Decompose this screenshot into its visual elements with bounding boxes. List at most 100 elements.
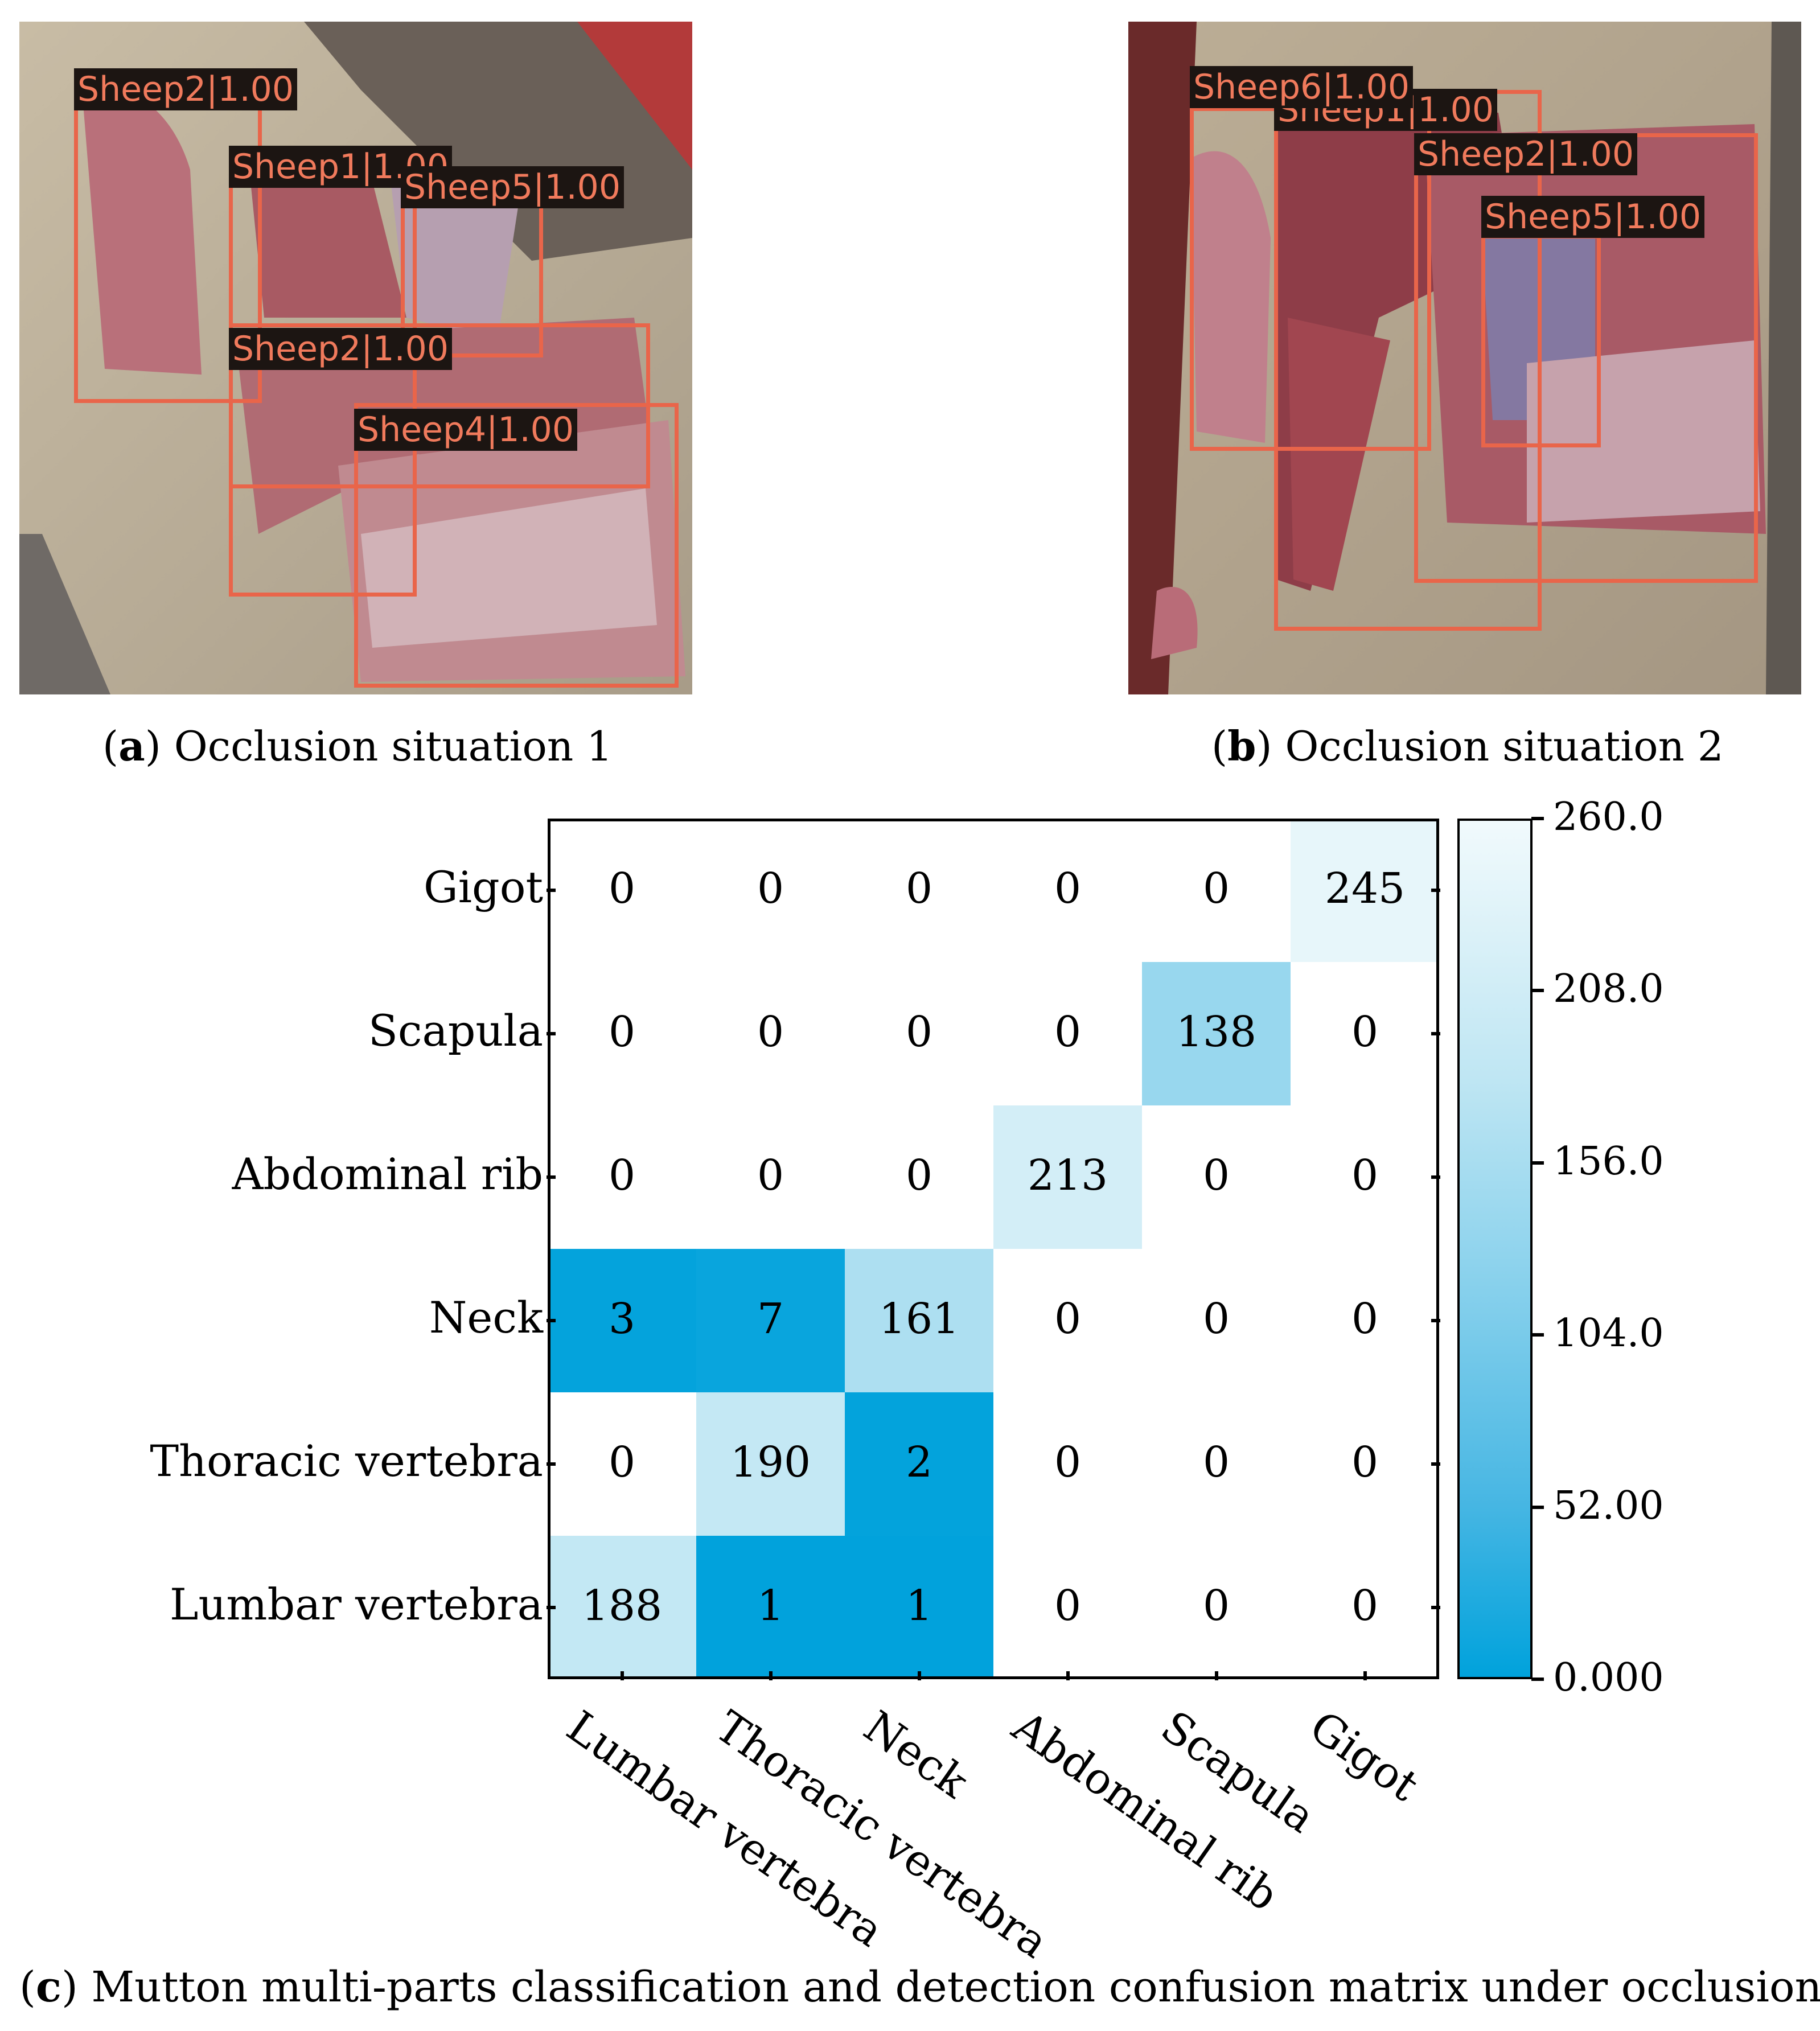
photo-occlusion-1: Sheep2|1.00 Sheep1|1.00 Sheep5|1.00 Shee… — [19, 22, 692, 694]
y-tick-mark-right — [1431, 1606, 1440, 1609]
detection-label: Sheep5|1.00 — [1481, 196, 1705, 238]
colorbar-tick — [1531, 817, 1544, 820]
cell-value-label: 0 — [1054, 1581, 1082, 1630]
colorbar-tick-label: 260.0 — [1553, 795, 1664, 840]
y-tick-mark — [547, 1606, 556, 1609]
y-tick-mark — [547, 1175, 556, 1179]
y-tick-label: Thoracic vertebra — [150, 1436, 543, 1486]
cell-value-label: 0 — [1054, 864, 1082, 913]
y-tick-mark-right — [1431, 1462, 1440, 1466]
x-tick-label: Abdominal rib — [1003, 1701, 1288, 1921]
x-tick-mark — [620, 1671, 624, 1680]
colorbar-tick-label: 156.0 — [1553, 1138, 1664, 1184]
colorbar-tick — [1531, 1333, 1544, 1337]
y-tick-mark-right — [1431, 1175, 1440, 1179]
caption-b-text: Occlusion situation 2 — [1285, 722, 1724, 770]
y-tick-mark-right — [1431, 1032, 1440, 1035]
photo-occlusion-2: Sheep1|1.00 Sheep6|1.00 Sheep2|1.00 Shee… — [1128, 22, 1801, 694]
caption-a-letter: a — [118, 722, 145, 770]
colorbar-tick — [1531, 989, 1544, 993]
cell-value-label: 0 — [608, 1151, 636, 1200]
detection-label: Sheep6|1.00 — [1190, 66, 1414, 108]
cell-value-label: 3 — [608, 1294, 636, 1343]
cell-value-label: 0 — [1351, 1294, 1379, 1343]
cell-value-label: 0 — [1202, 1581, 1230, 1630]
cell-value-label: 2 — [905, 1438, 933, 1487]
x-tick-mark — [1363, 1671, 1367, 1680]
y-tick-label: Gigot — [424, 862, 543, 912]
heatmap-cell — [845, 1536, 993, 1679]
cell-value-label: 1 — [757, 1581, 784, 1630]
caption-c-letter: c — [35, 1963, 61, 2012]
cell-value-label: 0 — [1351, 1438, 1379, 1487]
heatmap-cell — [1291, 819, 1439, 962]
x-tick-mark — [1066, 1671, 1070, 1680]
heatmap-cell — [696, 1392, 845, 1536]
y-tick-mark — [547, 1032, 556, 1035]
cell-value-label: 1 — [905, 1581, 933, 1630]
x-tick-mark — [917, 1671, 921, 1680]
detection-box — [354, 403, 679, 688]
cell-value-label: 0 — [905, 1008, 933, 1056]
caption-c: (c) Mutton multi-parts classification an… — [19, 1963, 1820, 2012]
heatmap-cell — [696, 1249, 845, 1392]
caption-a-text: Occlusion situation 1 — [174, 722, 613, 770]
detection-label: Sheep2|1.00 — [1414, 133, 1638, 175]
cell-value-label: 0 — [1202, 1438, 1230, 1487]
cell-value-label: 161 — [878, 1294, 960, 1343]
detection-label: Sheep2|1.00 — [74, 68, 298, 110]
cell-value-label: 7 — [757, 1294, 784, 1343]
x-tick-mark — [769, 1671, 773, 1680]
cell-value-label: 0 — [1054, 1438, 1082, 1487]
cell-value-label: 0 — [757, 864, 784, 913]
cell-value-label: 0 — [1351, 1581, 1379, 1630]
y-tick-label: Abdominal rib — [232, 1149, 543, 1199]
colorbar-tick — [1531, 1161, 1544, 1165]
detection-box — [1481, 235, 1601, 447]
caption-b: (b) Occlusion situation 2 — [1211, 722, 1724, 770]
cell-value-label: 0 — [1054, 1008, 1082, 1056]
caption-c-text: Mutton multi-parts classification and de… — [91, 1963, 1820, 2012]
colorbar-tick-label: 0.000 — [1553, 1655, 1664, 1700]
cell-value-label: 0 — [1054, 1294, 1082, 1343]
cell-value-label: 0 — [608, 1438, 636, 1487]
colorbar — [1457, 819, 1533, 1679]
y-tick-mark-right — [1431, 889, 1440, 892]
cell-value-label: 0 — [1351, 1008, 1379, 1056]
detection-label: Sheep4|1.00 — [354, 409, 578, 451]
matrix-frame — [548, 819, 1439, 1679]
y-tick-label: Scapula — [368, 1005, 543, 1056]
cell-value-label: 0 — [905, 864, 933, 913]
colorbar-tick — [1531, 1678, 1544, 1681]
heatmap-cell — [548, 1249, 696, 1392]
caption-b-letter: b — [1227, 722, 1256, 770]
y-tick-label: Lumbar vertebra — [170, 1579, 543, 1630]
detection-label: Sheep5|1.00 — [401, 166, 625, 208]
heatmap-cell — [696, 1536, 845, 1679]
colorbar-tick-label: 208.0 — [1553, 967, 1664, 1012]
heatmap-cell — [548, 1536, 696, 1679]
y-tick-mark — [547, 889, 556, 892]
y-tick-label: Neck — [429, 1292, 543, 1343]
y-tick-mark — [547, 1319, 556, 1322]
cell-value-label: 138 — [1176, 1008, 1257, 1056]
detection-label: Sheep2|1.00 — [229, 328, 453, 370]
heatmap-cell — [993, 1105, 1142, 1249]
heatmap-cell — [845, 1249, 993, 1392]
cell-value-label: 0 — [608, 1008, 636, 1056]
cell-value-label: 0 — [608, 864, 636, 913]
y-tick-mark-right — [1431, 1319, 1440, 1322]
cell-value-label: 245 — [1324, 864, 1406, 913]
heatmap-cell — [845, 1392, 993, 1536]
cell-value-label: 0 — [757, 1151, 784, 1200]
cell-value-label: 0 — [1202, 1151, 1230, 1200]
cell-value-label: 0 — [1202, 1294, 1230, 1343]
cell-value-label: 190 — [730, 1438, 811, 1487]
cell-value-label: 188 — [581, 1581, 663, 1630]
x-tick-mark — [1214, 1671, 1218, 1680]
colorbar-tick-label: 104.0 — [1553, 1311, 1664, 1356]
colorbar-tick-label: 52.00 — [1553, 1483, 1664, 1528]
x-tick-label: Neck — [854, 1701, 977, 1808]
x-tick-label: Gigot — [1300, 1701, 1428, 1811]
